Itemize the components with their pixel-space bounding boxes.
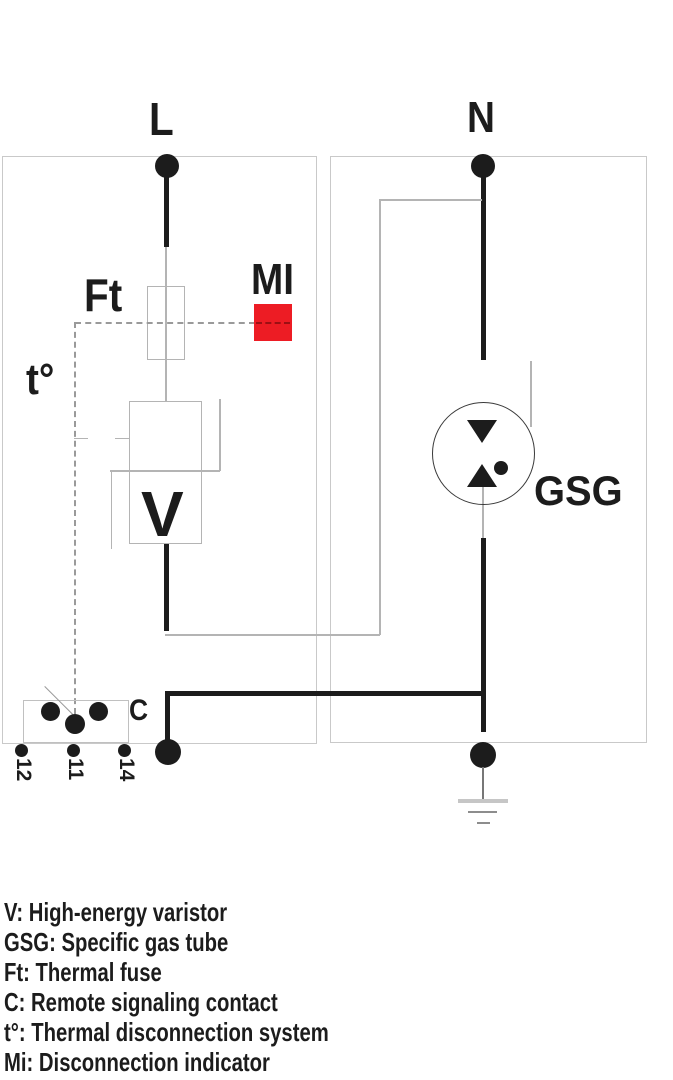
legend-line-fuse: Ft: Thermal fuse [4,957,420,987]
legend-line-thermal: t°: Thermal disconnection system [4,1017,420,1047]
terminal-label-N-text: N [467,93,495,142]
pin-dot-11 [67,744,80,757]
wire-N-lead [481,177,486,360]
pin-label-14-text: 14 [115,758,138,782]
ground-bar-bottom-icon [477,821,490,825]
varistor-left-line [110,470,113,549]
disconnect-tick-right [115,437,130,440]
varistor-label: V [141,482,184,546]
legend: V: High-energy varistor GSG: Specific ga… [4,897,420,1077]
pin-label-14: 14 [115,758,138,782]
terminal-dot-L [155,154,179,178]
wire-L-lead [164,177,169,247]
legend-text-thermal: t°: Thermal disconnection system [4,1017,329,1047]
terminal-dot-N [471,154,495,178]
wire-loop-vertical [379,199,381,635]
gas-tube-triangle-up-icon [467,464,497,487]
legend-line-contact: C: Remote signaling contact [4,987,420,1017]
fuse-label: Ft [84,272,127,318]
thermal-disconnect-label: t° [26,358,58,402]
dashed-link-over-indicator [256,321,290,324]
ground-bar-middle-icon [468,810,497,814]
signaling-contact-box [23,700,129,743]
wire-gas-tube-thin-lead [482,487,484,538]
terminal-dot-bottom-left [155,739,181,765]
gas-tube-label: GSG [534,470,627,512]
pin-label-11: 11 [64,758,87,781]
legend-line-varistor: V: High-energy varistor [4,897,420,927]
contact-dot-middle [65,714,85,734]
terminal-label-L-text: L [149,93,174,145]
contact-label-text: C [129,694,149,727]
contact-dot-right [89,702,108,721]
gas-tube-dot-icon [494,461,508,475]
wire-fuse-lead-thin [165,247,167,401]
dashed-link-vertical [73,322,76,714]
indicator-red-square [254,304,292,341]
legend-text-indicator: Mi: Disconnection indicator [4,1047,270,1077]
legend-text-contact: C: Remote signaling contact [4,987,278,1017]
legend-text-gas-tube: GSG: Specific gas tube [4,927,229,957]
pin-dot-14 [118,744,131,757]
terminal-dot-bottom-right [470,742,496,768]
legend-line-indicator: Mi: Disconnection indicator [4,1047,420,1077]
ground-stem [482,767,484,800]
varistor-label-text: V [141,478,184,550]
wire-gas-tube-bottom-lead [481,538,486,732]
legend-line-gas-tube: GSG: Specific gas tube [4,927,420,957]
wire-varistor-bottom-lead [164,544,169,631]
gas-tube-circle [432,402,535,505]
wire-bottom-horizontal [165,691,485,696]
gas-tube-triangle-down-icon [467,420,497,443]
terminal-label-N: N [467,96,499,140]
varistor-crossbar [110,470,220,472]
legend-text-varistor: V: High-energy varistor [4,897,228,927]
pin-label-12-text: 12 [12,758,35,782]
pin-dot-12 [15,744,28,757]
pin-label-11-text: 11 [64,758,87,781]
indicator-label-text: MI [251,255,295,304]
terminal-label-L: L [149,96,177,142]
wire-loop-bottom [165,634,380,636]
varistor-symbol-box [129,401,202,544]
wire-gas-tube-side-stub [530,361,532,427]
legend-text-fuse: Ft: Thermal fuse [4,957,162,987]
varistor-right-line [219,399,221,471]
contact-dot-left [41,702,60,721]
wire-loop-top [379,199,482,201]
dashed-link-horizontal [75,321,255,324]
fuse-label-text: Ft [84,269,123,321]
pin-label-12: 12 [12,758,35,782]
wire-bottom-left-drop [165,691,170,740]
gas-tube-label-text: GSG [534,467,623,514]
thermal-disconnect-label-text: t° [26,355,55,404]
ground-bar-top-icon [458,799,508,803]
indicator-label: MI [251,258,300,302]
disconnect-tick-left [74,437,88,440]
contact-label: C [129,696,151,726]
